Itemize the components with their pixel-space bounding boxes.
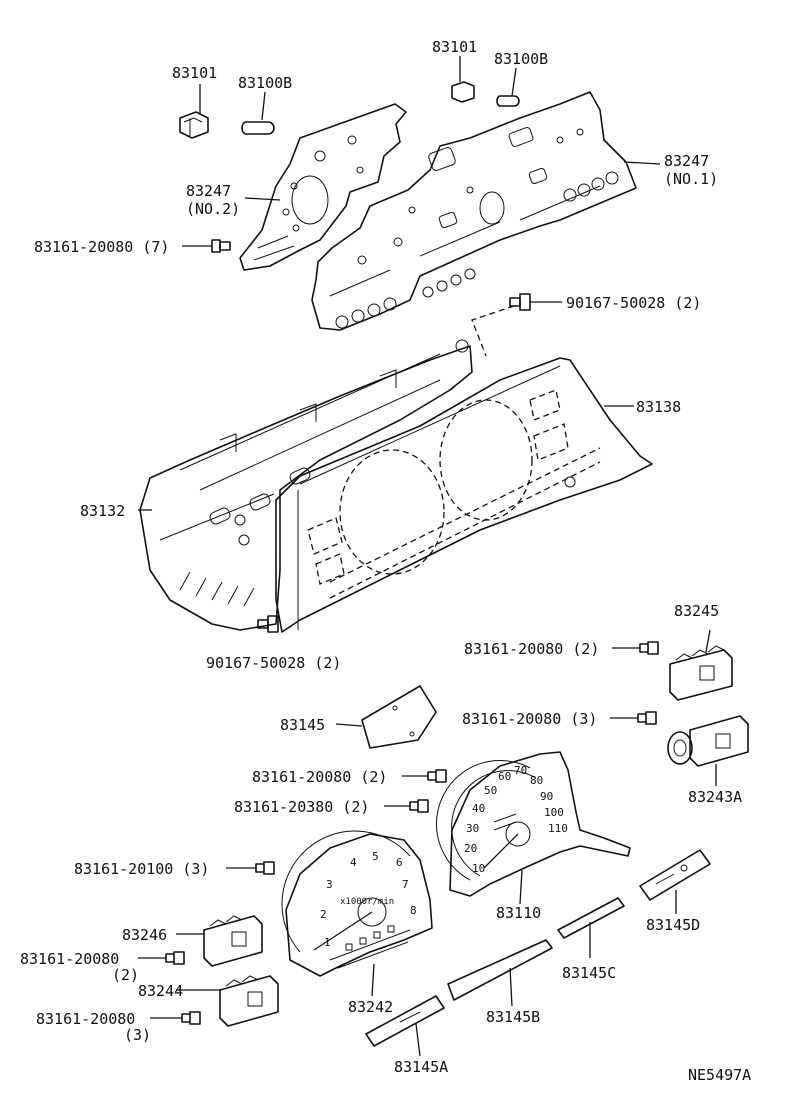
label-83110: 83110 (496, 904, 541, 922)
tach-tick-6: 6 (396, 856, 403, 869)
bulb-83100b-left (241, 121, 275, 135)
screw-83244 (150, 1011, 201, 1025)
label-screw-speedo-2: 83161-20380 (2) (234, 798, 369, 816)
screw-83246 (138, 951, 185, 965)
label-83244: 83244 (138, 982, 183, 1000)
label-83145a: 83145A (394, 1058, 448, 1076)
socket-83101-left (179, 111, 209, 139)
label-83145c: 83145C (562, 964, 616, 982)
label-screw-83245: 83161-20080 (2) (464, 640, 599, 658)
label-83145d: 83145D (646, 916, 700, 934)
bulb-83100b-right (496, 95, 520, 107)
tach-tick-3: 3 (326, 878, 333, 891)
label-83242: 83242 (348, 998, 393, 1016)
label-screw-83244: 83161-20080 (36, 1010, 135, 1028)
socket-83101-right (451, 81, 475, 103)
label-bolt-top: 90167-50028 (2) (566, 294, 701, 312)
speed-tick-20: 20 (464, 842, 477, 855)
label-83132: 83132 (80, 502, 125, 520)
speed-tick-50: 50 (484, 784, 497, 797)
label-83243a: 83243A (688, 788, 742, 806)
label-screw-83246: 83161-20080 (20, 950, 119, 968)
speed-tick-90: 90 (540, 790, 553, 803)
label-screw-83246-qty: (2) (112, 966, 139, 984)
label-83247-no2-sub: (NO.2) (186, 200, 240, 218)
tachometer-83242 (281, 830, 433, 977)
label-screw-speedo-1: 83161-20080 (2) (252, 768, 387, 786)
switch-83246 (203, 915, 263, 967)
tach-tick-5: 5 (372, 850, 379, 863)
speed-tick-100: 100 (544, 806, 564, 819)
tach-tick-1: 1 (324, 936, 331, 949)
label-bolt-bottom: 90167-50028 (2) (206, 654, 341, 672)
speed-tick-40: 40 (472, 802, 485, 815)
label-screw-83243a: 83161-20080 (3) (462, 710, 597, 728)
label-83145b: 83145B (486, 1008, 540, 1026)
label-83100b-right: 83100B (494, 50, 548, 68)
label-83101-left: 83101 (172, 64, 217, 82)
printed-circuit-no2 (239, 103, 407, 271)
diagram-code: NE5497A (688, 1066, 751, 1084)
label-83247-no2: 83247 (186, 182, 231, 200)
speed-tick-60: 60 (498, 770, 511, 783)
speed-tick-70: 70 (514, 764, 527, 777)
label-screw-83244-qty: (3) (124, 1026, 151, 1044)
speed-tick-10: 10 (472, 862, 485, 875)
tach-tick-4: 4 (350, 856, 357, 869)
tach-tick-7: 7 (402, 878, 409, 891)
label-83138: 83138 (636, 398, 681, 416)
plate-83145c (557, 897, 625, 939)
bolt-90167-50028-bottom (257, 615, 279, 633)
screw-83243a (610, 711, 657, 725)
speed-tick-110: 110 (548, 822, 568, 835)
label-83145: 83145 (280, 716, 325, 734)
tachometer-tick-labels: 1 2 3 4 5 6 7 8 x1000r/min (320, 850, 417, 949)
screw-speedo-2 (384, 799, 429, 813)
label-83246: 83246 (122, 926, 167, 944)
label-83101-right: 83101 (432, 38, 477, 56)
label-83247-no1: 83247 (664, 152, 709, 170)
speed-tick-80: 80 (530, 774, 543, 787)
label-screw-tacho: 83161-20100 (3) (74, 860, 209, 878)
label-83100b-left: 83100B (238, 74, 292, 92)
case-83132 (139, 339, 473, 631)
switch-83245 (669, 645, 733, 701)
switch-83244 (219, 975, 279, 1027)
screw-tacho (226, 861, 275, 875)
speedometer-83110 (436, 751, 631, 897)
speed-tick-30: 30 (466, 822, 479, 835)
tach-tick-2: 2 (320, 908, 327, 921)
label-83245: 83245 (674, 602, 719, 620)
tach-unit: x1000r/min (340, 897, 394, 907)
screw-speedo-1 (402, 769, 447, 783)
bolt-90167-50028-top (471, 293, 562, 357)
plate-83145a (365, 995, 445, 1047)
screw-83161-20080-top (182, 239, 231, 253)
label-83247-no1-sub: (NO.1) (664, 170, 718, 188)
plate-83145b (447, 939, 553, 1001)
speedometer-tick-labels: 10 20 30 40 50 60 70 80 90 100 110 (464, 764, 568, 875)
tach-tick-8: 8 (410, 904, 417, 917)
screw-83245 (612, 641, 659, 655)
plate-83145d (639, 849, 711, 901)
label-screw-top: 83161-20080 (7) (34, 238, 169, 256)
switch-83243a (667, 715, 749, 767)
plate-83145 (361, 685, 437, 749)
lens-83138 (275, 357, 653, 633)
